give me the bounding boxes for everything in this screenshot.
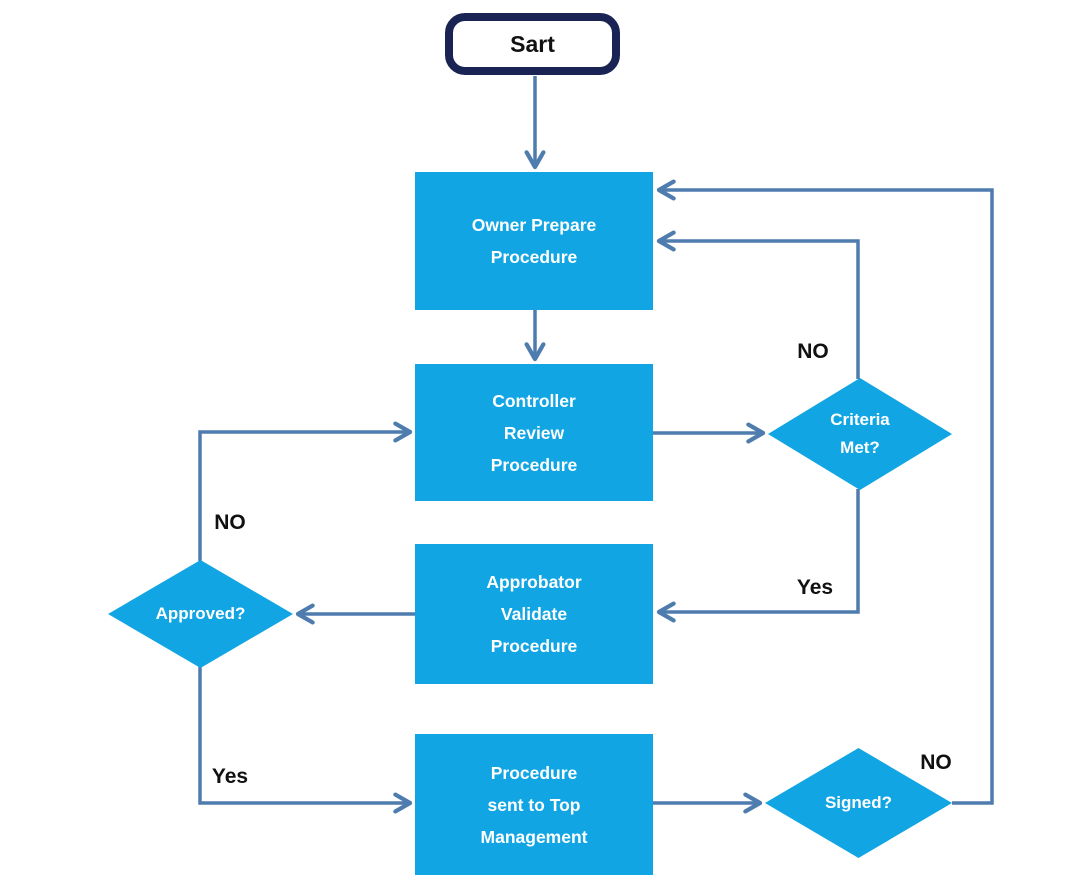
decision-text-line: Approved? bbox=[155, 604, 246, 623]
process-text-line: Procedure bbox=[490, 762, 578, 783]
decision-criteria-met: Criteria Met? bbox=[768, 378, 952, 490]
process-text-line: Approbator bbox=[486, 572, 582, 592]
edge-label-approved-no: NO bbox=[214, 511, 246, 534]
process-approbator-validate-procedure: Approbator Validate Procedure bbox=[415, 544, 653, 684]
edge-label-approved-yes: Yes bbox=[211, 765, 249, 788]
decision-text-line: Signed? bbox=[824, 793, 893, 812]
start-label: Sart bbox=[510, 30, 555, 57]
process-text-line: Owner Prepare bbox=[471, 215, 597, 235]
process-text-line: Management bbox=[480, 826, 588, 847]
decision-text-line: Criteria bbox=[830, 410, 890, 429]
start-node: Sart bbox=[445, 13, 620, 75]
process-text-line: Validate bbox=[500, 604, 568, 624]
process-procedure-sent-to-top-management: Procedure sent to Top Management bbox=[415, 734, 653, 875]
edge-label-criteria-yes: Yes bbox=[796, 576, 834, 599]
edge-approved-no-to-controller bbox=[198, 421, 413, 561]
process-text-line: Procedure bbox=[490, 636, 578, 656]
decision-text-line: Met? bbox=[840, 438, 880, 457]
process-text-line: Review bbox=[503, 422, 565, 443]
process-owner-prepare-procedure: Owner Prepare Procedure bbox=[415, 172, 653, 310]
process-text-line: Procedure bbox=[490, 247, 578, 267]
decision-approved: Approved? bbox=[108, 560, 293, 668]
process-text-line: sent to Top bbox=[487, 794, 581, 815]
process-text-line: Procedure bbox=[490, 454, 578, 475]
edge-label-criteria-no: NO bbox=[797, 340, 829, 363]
process-text-line: Controller bbox=[492, 390, 576, 411]
edge-label-signed-no: NO bbox=[920, 751, 952, 774]
edge-signed-no-to-owner bbox=[656, 179, 994, 805]
process-controller-review-procedure: Controller Review Procedure bbox=[415, 364, 653, 501]
